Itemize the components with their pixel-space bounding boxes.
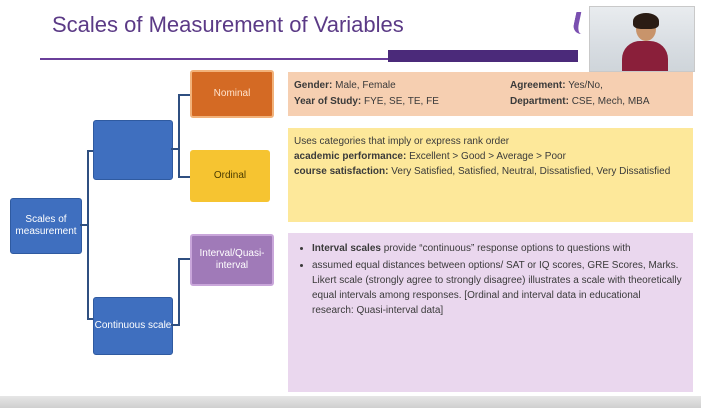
interval-bullet-1-text: provide “continuous” response options to…: [380, 243, 631, 254]
gender-value: Male, Female: [335, 80, 396, 91]
title-accent-bar: [388, 50, 578, 62]
ordinal-label: Ordinal: [213, 170, 247, 181]
presenter-hair: [633, 13, 659, 29]
department-value: CSE, Mech, MBA: [571, 96, 650, 107]
connector-vertical-mid: [178, 94, 180, 178]
interval-label: Interval/Quasi-interval: [199, 248, 265, 271]
agreement-row: Agreement: Yes/No,: [510, 78, 603, 93]
connector-to-nominal: [178, 94, 190, 96]
ordinal-description: Uses categories that imply or express ra…: [294, 136, 510, 147]
performance-row: academic performance: Excellent > Good >…: [294, 149, 685, 164]
connector-vertical-interval: [178, 258, 180, 326]
interval-bullet-1-bold: Interval scales: [312, 243, 381, 254]
year-value: FYE, SE, TE, FE: [364, 96, 439, 107]
ordinal-panel: Uses categories that imply or express ra…: [288, 128, 693, 222]
slide-title: Scales of Measurement of Variables: [52, 12, 404, 37]
connector-vertical-left: [87, 150, 89, 320]
interval-bullets: Interval scales provide “continuous” res…: [294, 241, 683, 318]
performance-value: Excellent > Good > Average > Poor: [409, 151, 566, 162]
year-row: Year of Study: FYE, SE, TE, FE: [294, 94, 439, 109]
continuous-box: Continuous scale: [93, 297, 173, 355]
interval-bullet-1: Interval scales provide “continuous” res…: [312, 241, 683, 256]
interval-bullet-2: assumed equal distances between options/…: [312, 258, 683, 318]
satisfaction-row: course satisfaction: Very Satisfied, Sat…: [294, 164, 685, 179]
department-row: Department: CSE, Mech, MBA: [510, 94, 650, 109]
title-underline: [40, 58, 390, 60]
gender-row: Gender: Male, Female: [294, 78, 396, 93]
connector-to-categorial: [87, 150, 93, 152]
agreement-value: Yes/No,: [568, 80, 603, 91]
presenter-video: [589, 6, 695, 72]
root-box: Scales of measurement: [10, 198, 82, 254]
interval-panel: Interval scales provide “continuous” res…: [288, 233, 693, 392]
gender-label: Gender:: [294, 80, 333, 91]
satisfaction-label: course satisfaction:: [294, 166, 389, 177]
root-label: Scales of measurement: [15, 214, 77, 237]
department-label: Department:: [510, 96, 569, 107]
connector-continuous: [171, 324, 179, 326]
categorial-box: [93, 120, 173, 180]
satisfaction-value: Very Satisfied, Satisfied, Neutral, Diss…: [391, 166, 671, 177]
continuous-label: Continuous scale: [94, 320, 172, 331]
connector-categorial: [171, 148, 179, 150]
nominal-panel: Gender: Male, Female Year of Study: FYE,…: [288, 72, 693, 116]
performance-label: academic performance:: [294, 151, 407, 162]
nominal-box: Nominal: [190, 70, 274, 118]
connector-root: [80, 224, 88, 226]
ordinal-box: Ordinal: [190, 150, 270, 202]
year-label: Year of Study:: [294, 96, 362, 107]
agreement-label: Agreement:: [510, 80, 566, 91]
nominal-label: Nominal: [213, 88, 251, 99]
presenter-body: [622, 41, 668, 71]
connector-to-interval: [178, 258, 190, 260]
bottom-edge: [0, 396, 701, 408]
connector-to-ordinal: [178, 176, 190, 178]
connector-to-continuous: [87, 318, 93, 320]
interval-box: Interval/Quasi-interval: [190, 234, 274, 286]
